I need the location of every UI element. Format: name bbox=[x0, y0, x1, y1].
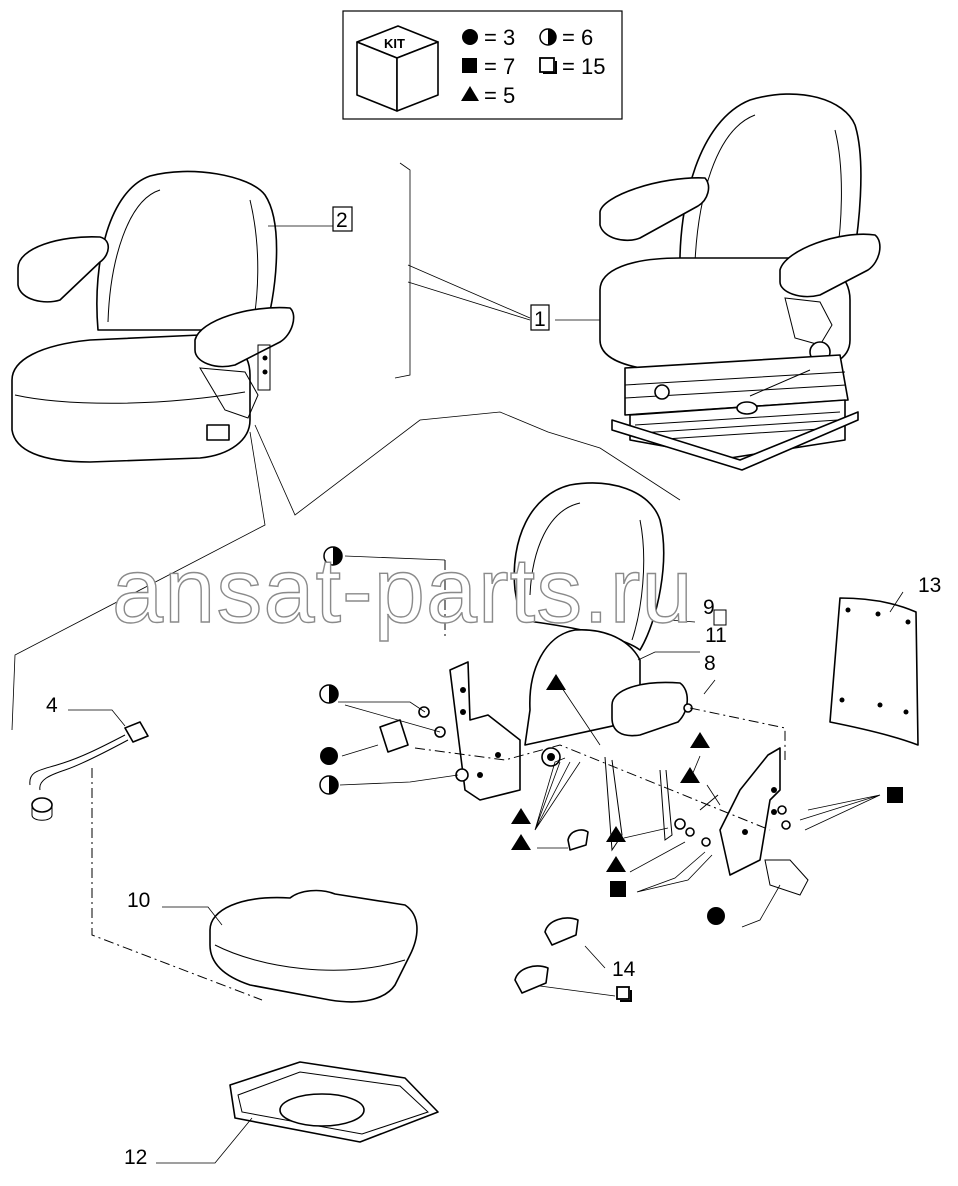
base-plate bbox=[229, 1061, 439, 1143]
callout-8: 8 bbox=[704, 652, 716, 675]
callout-4: 4 bbox=[46, 694, 58, 717]
open-square-marker bbox=[616, 986, 632, 1002]
legend-filled-triangle: = 5 bbox=[461, 83, 515, 108]
filled-triangle-icon bbox=[461, 86, 479, 101]
legend-text-7: = 7 bbox=[484, 54, 515, 79]
callout-13: 13 bbox=[918, 574, 941, 597]
filled-triangle-marker bbox=[606, 826, 626, 842]
filled-square-marker bbox=[610, 881, 626, 897]
watermark: ansat-parts.ru bbox=[112, 540, 694, 642]
seat-upper-right bbox=[599, 93, 881, 471]
filled-triangle-marker bbox=[680, 767, 700, 783]
legend-text-3: = 3 bbox=[484, 25, 515, 50]
kit-cube-icon: KIT bbox=[356, 25, 439, 112]
filled-circle-marker bbox=[320, 747, 338, 765]
callout-12: 12 bbox=[124, 1146, 147, 1169]
kit-label: KIT bbox=[384, 36, 405, 51]
half-circle-marker bbox=[323, 546, 343, 566]
backrest-assembly bbox=[513, 482, 719, 852]
right-bracket bbox=[719, 747, 809, 896]
callout-14: 14 bbox=[612, 958, 636, 981]
half-circle-marker bbox=[319, 775, 339, 795]
kit-legend: KIT = 3 = 6 = 7 = 15 = 5 bbox=[342, 10, 623, 120]
filled-circle-marker bbox=[707, 907, 725, 925]
callout-9: 9 bbox=[703, 596, 715, 619]
callout-10: 10 bbox=[127, 889, 150, 912]
symbol-markers bbox=[319, 546, 903, 1002]
legend-text-5: = 5 bbox=[484, 83, 515, 108]
callout-2: 2 bbox=[336, 209, 348, 232]
back-panel bbox=[829, 597, 919, 746]
filled-square-marker bbox=[887, 787, 903, 803]
filled-triangle-marker bbox=[546, 674, 566, 690]
half-circle-marker bbox=[319, 684, 339, 704]
legend-open-square: = 15 bbox=[539, 54, 605, 79]
filled-triangle-marker bbox=[511, 808, 531, 824]
callout-labels: 2 1 4 10 12 13 9 11 8 14 bbox=[46, 206, 941, 1169]
left-bracket bbox=[379, 661, 521, 801]
legend-text-15: = 15 bbox=[562, 54, 605, 79]
seat-cushion bbox=[209, 889, 418, 1003]
callout-1: 1 bbox=[534, 308, 546, 331]
legend-half-circle: = 6 bbox=[539, 25, 593, 50]
wire-harness bbox=[29, 721, 149, 821]
leader-lines bbox=[11, 162, 904, 1164]
cover-caps bbox=[514, 829, 589, 994]
legend-filled-square: = 7 bbox=[462, 54, 515, 79]
filled-triangle-marker bbox=[690, 732, 710, 748]
half-circle-icon bbox=[548, 29, 556, 45]
legend-filled-circle: = 3 bbox=[462, 25, 515, 50]
filled-triangle-marker bbox=[606, 856, 626, 872]
filled-circle-icon bbox=[462, 29, 478, 45]
filled-triangle-marker bbox=[511, 834, 531, 850]
open-square-icon bbox=[539, 57, 555, 73]
legend-text-6: = 6 bbox=[562, 25, 593, 50]
filled-square-icon bbox=[462, 58, 477, 73]
assembly-lines bbox=[91, 560, 786, 1001]
seat-upper-left bbox=[11, 170, 295, 463]
callout-11: 11 bbox=[705, 624, 727, 647]
